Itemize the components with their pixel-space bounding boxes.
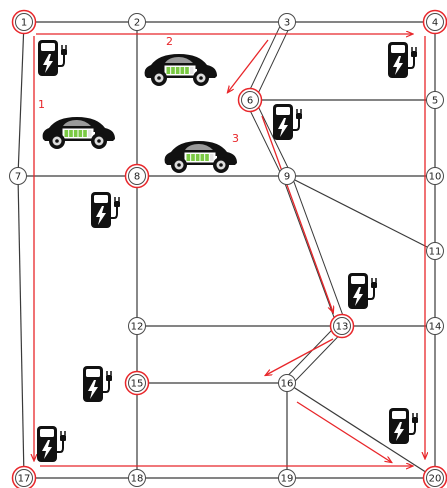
corridor-fill — [246, 20, 346, 328]
node-label: 17 — [18, 474, 31, 485]
node-6: 6 — [237, 87, 263, 113]
node-19: 19 — [278, 469, 296, 487]
node-4: 4 — [422, 9, 447, 35]
route-label: 3 — [232, 132, 239, 145]
node-label: 16 — [281, 379, 294, 390]
charging-station-icon — [348, 273, 377, 309]
node-label: 12 — [131, 322, 144, 333]
node-label: 13 — [336, 322, 349, 333]
road-9-11 — [286, 175, 436, 252]
node-12: 12 — [128, 317, 146, 335]
route-arrow-3-6 — [228, 39, 269, 92]
node-label: 7 — [15, 172, 21, 183]
node-17: 17 — [11, 465, 37, 488]
charging-station-icon — [273, 104, 302, 140]
node-1: 1 — [11, 9, 37, 35]
node-15: 15 — [124, 370, 150, 396]
charging-station-icon — [38, 40, 67, 76]
node-2: 2 — [128, 13, 146, 31]
charging-station-icon — [83, 366, 112, 402]
node-label: 4 — [432, 18, 438, 29]
route-arrow-13-16 — [266, 338, 334, 375]
node-label: 10 — [429, 172, 442, 183]
node-7: 7 — [9, 167, 27, 185]
node-label: 9 — [284, 172, 290, 183]
node-18: 18 — [128, 469, 146, 487]
node-9: 9 — [278, 167, 296, 185]
node-label: 5 — [432, 96, 438, 107]
charging-station-icon — [389, 408, 418, 444]
node-label: 6 — [247, 96, 253, 107]
node-label: 8 — [134, 172, 140, 183]
node-label: 15 — [131, 379, 144, 390]
node-label: 3 — [284, 18, 290, 29]
node-14: 14 — [426, 317, 444, 335]
node-5: 5 — [426, 91, 444, 109]
route-arrow-6-13 — [261, 115, 333, 312]
ev-car-icon — [164, 141, 237, 173]
road-1-7 — [17, 21, 25, 177]
ev-car-icon — [42, 117, 115, 149]
ev-car-icon — [144, 54, 217, 86]
node-13: 13 — [329, 313, 355, 339]
route-arrow-16-20 — [296, 401, 391, 462]
node-16: 16 — [278, 374, 296, 392]
node-label: 2 — [134, 18, 140, 29]
road-16-20 — [286, 382, 436, 479]
corridor-fill — [284, 323, 345, 386]
charging-station-icon — [37, 426, 66, 462]
node-label: 18 — [131, 474, 144, 485]
charging-station-icon — [91, 192, 120, 228]
node-label: 1 — [21, 18, 27, 29]
node-label: 19 — [281, 474, 294, 485]
charging-station-icon — [388, 42, 417, 78]
node-label: 20 — [429, 474, 442, 485]
node-label: 11 — [429, 247, 442, 258]
route-label: 2 — [166, 35, 173, 48]
node-8: 8 — [124, 163, 150, 189]
node-20: 20 — [422, 465, 447, 488]
road-7-17 — [17, 175, 25, 479]
node-10: 10 — [426, 167, 444, 185]
node-3: 3 — [278, 13, 296, 31]
route-label: 1 — [38, 98, 45, 111]
node-11: 11 — [426, 242, 444, 260]
node-label: 14 — [429, 322, 442, 333]
